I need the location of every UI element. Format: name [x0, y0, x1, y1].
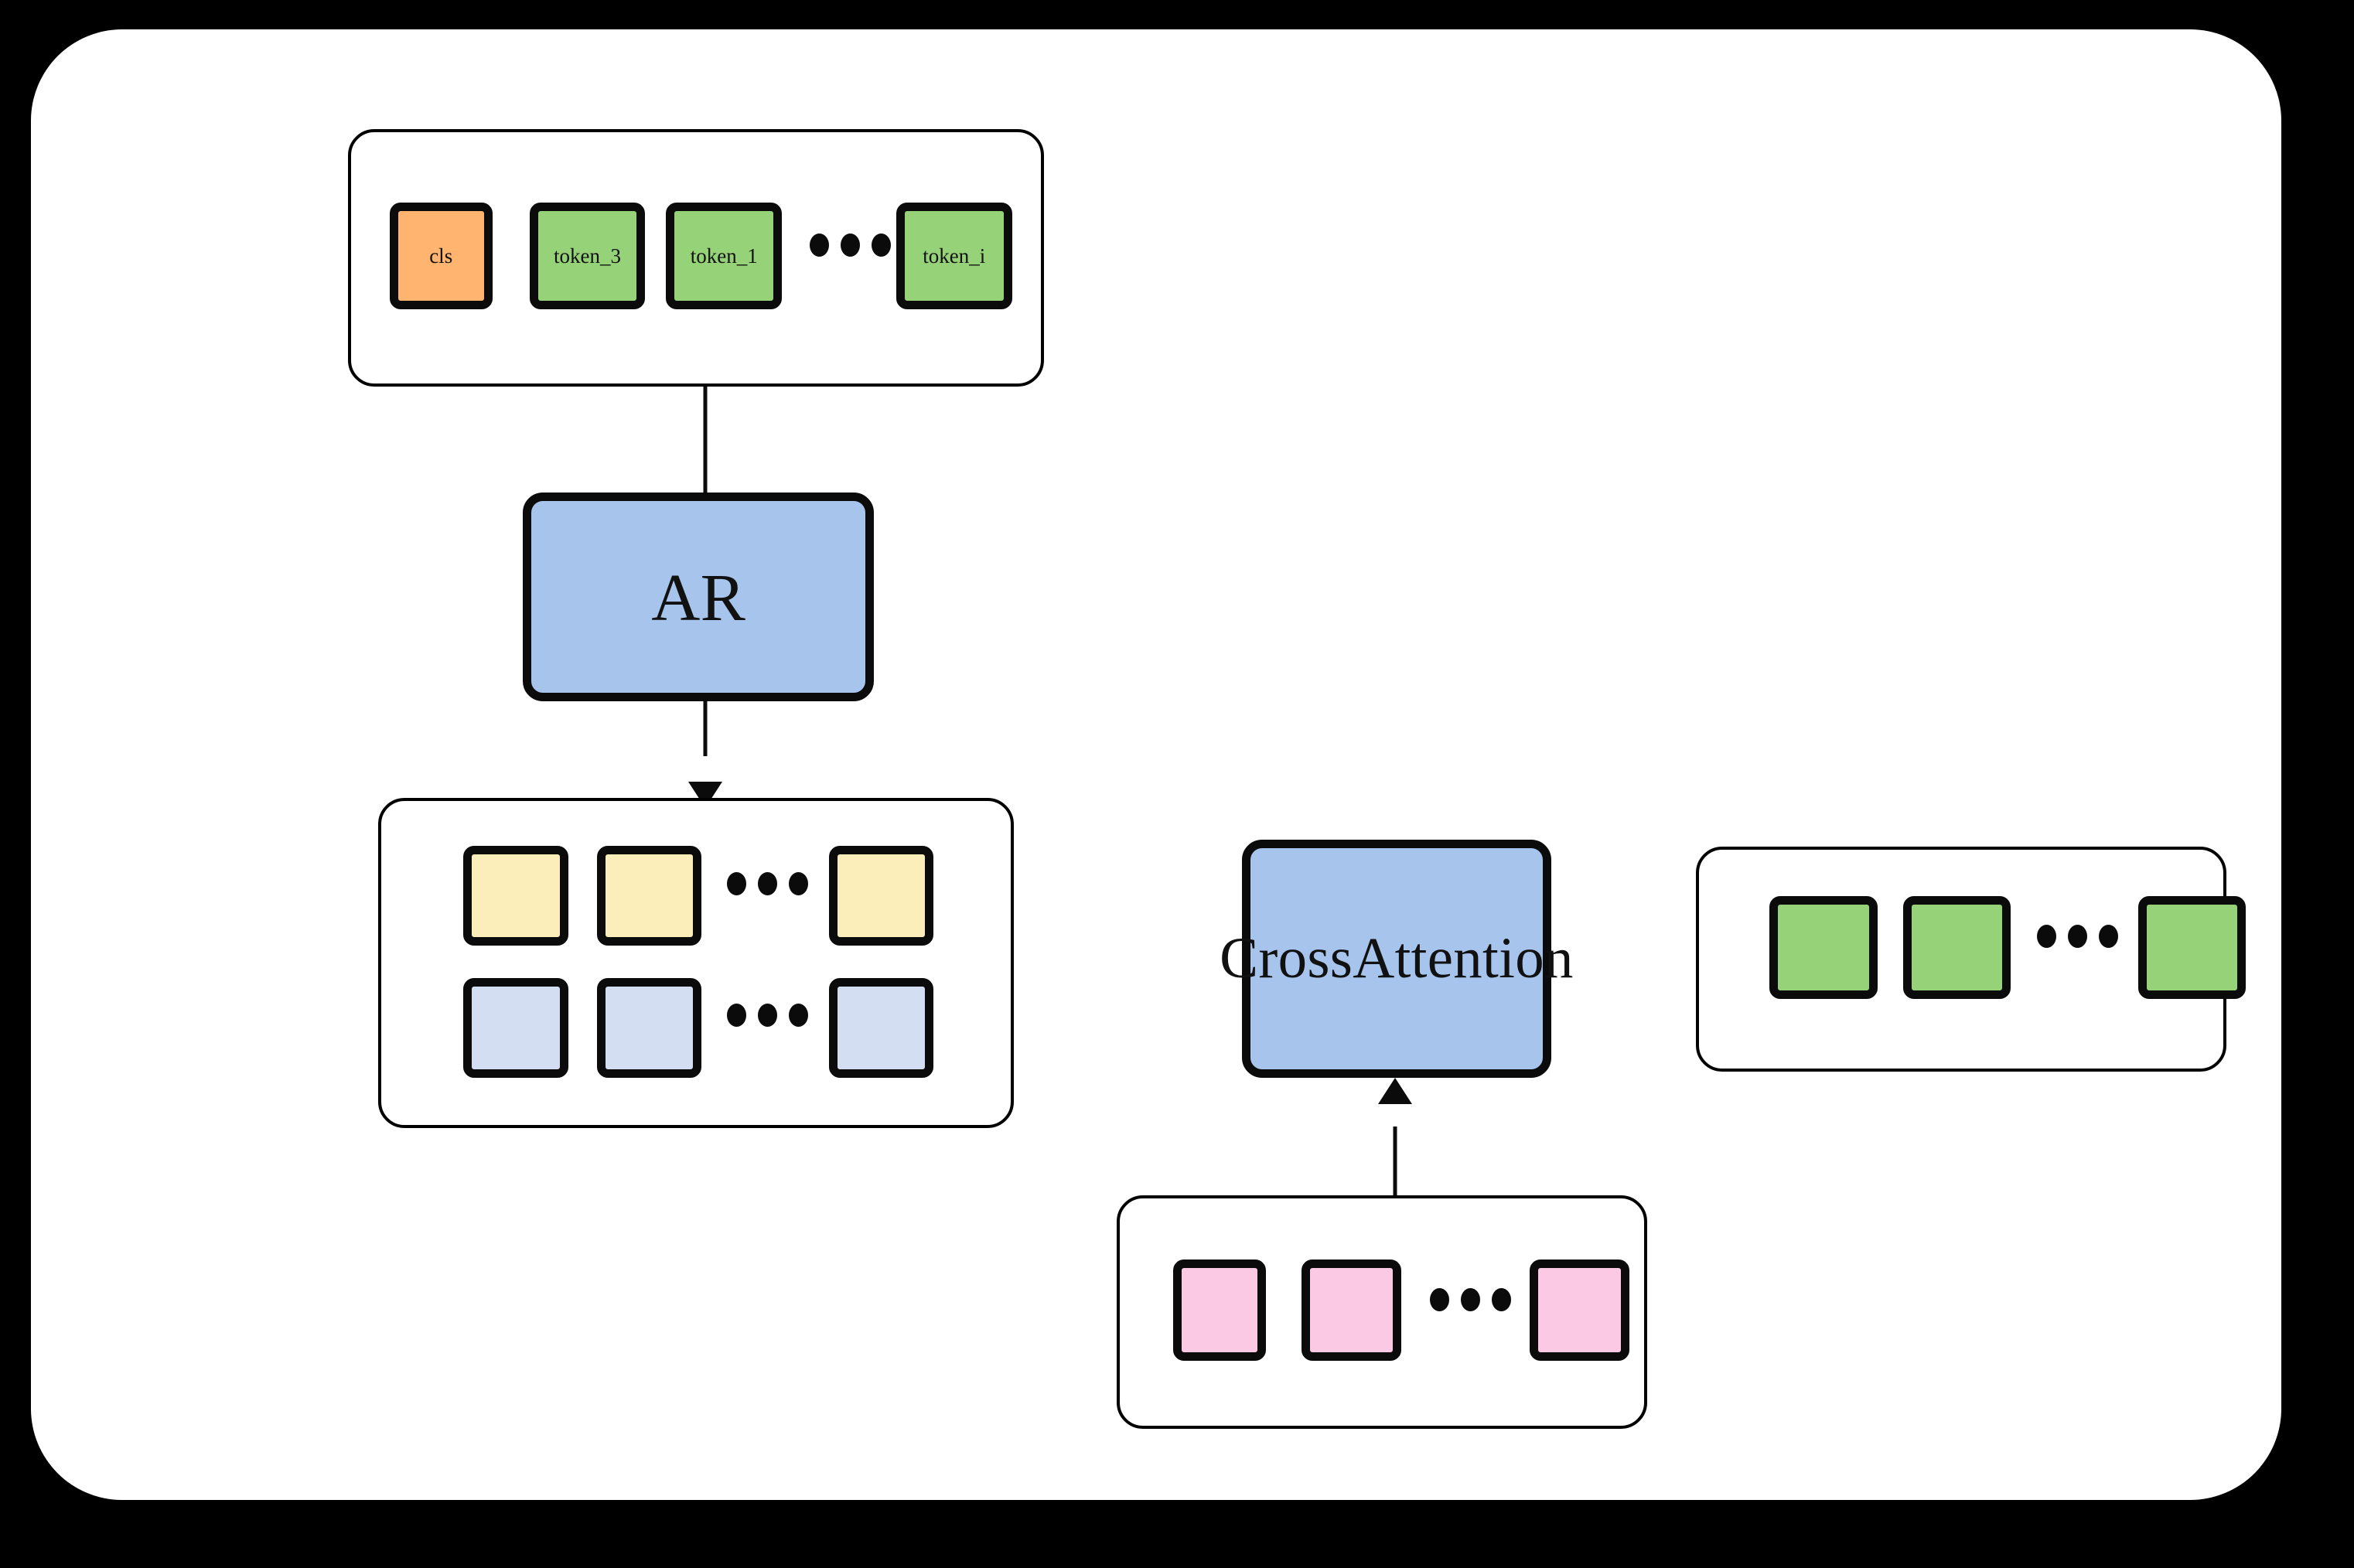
diagram-canvas: cls token_3 token_1 token_i AR [31, 29, 2281, 1500]
chip-token-1[interactable]: token_1 [666, 203, 783, 309]
chip-yellow-1[interactable] [463, 846, 568, 946]
ar-output-group [378, 798, 1014, 1128]
chip-token-1-label: token_1 [690, 244, 758, 268]
chip-token-i-label: token_i [923, 244, 986, 268]
chip-pink-3[interactable] [1530, 1260, 1630, 1362]
chip-pink-1[interactable] [1172, 1260, 1267, 1362]
yellow-ellipsis-icon [727, 871, 809, 895]
chip-token-3[interactable]: token_3 [529, 203, 646, 309]
lightblue-ellipsis-icon [727, 1004, 809, 1028]
input-token-group: cls token_3 token_1 token_i [347, 128, 1045, 387]
pink-ellipsis-icon [1430, 1288, 1512, 1312]
cross-attention-block-label: CrossAttention [1220, 926, 1574, 991]
cross-attention-input-group [1117, 1195, 1648, 1429]
cross-attention-block[interactable]: CrossAttention [1220, 840, 1573, 1079]
chip-lightblue-2[interactable] [596, 978, 702, 1078]
chip-lightblue-3[interactable] [828, 978, 933, 1078]
chip-pink-2[interactable] [1302, 1260, 1401, 1362]
chip-token-3-label: token_3 [554, 244, 621, 268]
chip-cls[interactable]: cls [389, 203, 493, 309]
edge-ar-to-outputs [668, 701, 742, 808]
ar-block-label: AR [651, 559, 746, 635]
edge-pink-to-crossattention [1358, 1078, 1432, 1217]
chip-out-green-3[interactable] [2137, 895, 2246, 1000]
chip-out-green-1[interactable] [1769, 895, 1878, 1000]
input-ellipsis-icon [809, 233, 891, 257]
chip-cls-label: cls [429, 244, 453, 268]
final-output-group [1695, 846, 2246, 1072]
ar-block[interactable]: AR [523, 493, 874, 702]
chip-token-i[interactable]: token_i [896, 203, 1012, 309]
output-ellipsis-icon [2036, 925, 2118, 949]
chip-yellow-2[interactable] [596, 846, 702, 946]
chip-yellow-3[interactable] [828, 846, 933, 946]
chip-out-green-2[interactable] [1902, 895, 2011, 1000]
chip-lightblue-1[interactable] [463, 978, 568, 1078]
